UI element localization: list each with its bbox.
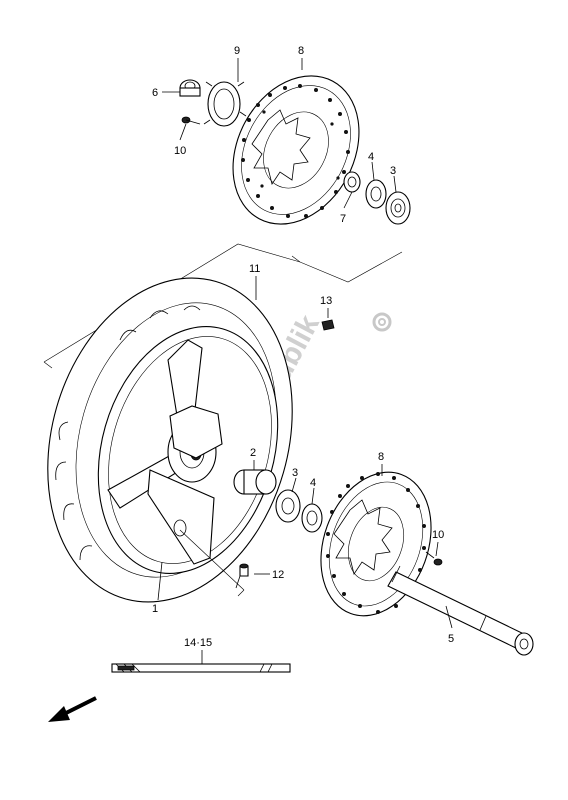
bearing-3-top: [385, 191, 411, 225]
sensor-ring: [203, 81, 247, 127]
callout-14-15: 14·15: [184, 637, 212, 649]
axle-5: [387, 565, 534, 656]
screw-10-lower: [425, 551, 443, 566]
valve-12: [235, 563, 249, 589]
disc-top-holes: [241, 84, 350, 218]
screw-10-top: [181, 116, 201, 125]
callout-10-top: 10: [174, 145, 186, 157]
rim-tape-14-15: [111, 663, 291, 673]
wheel-disc-carrier: [169, 405, 223, 459]
brake-disc-top: [232, 75, 360, 225]
callout-7: 7: [340, 213, 346, 225]
front-arrow-icon: [48, 696, 97, 722]
disc-lower-holes: [326, 472, 426, 614]
callout-5: 5: [448, 633, 454, 645]
callout-1: 1: [152, 603, 158, 615]
hub-and-spokes: [107, 339, 217, 565]
callout-3-lower: 3: [292, 467, 298, 479]
leader-lines: [157, 58, 453, 664]
callout-10-lower: 10: [432, 529, 444, 541]
spacer-2: [233, 469, 277, 495]
callout-8-top: 8: [298, 45, 304, 57]
callout-9: 9: [234, 45, 240, 57]
callout-8-lower: 8: [378, 451, 384, 463]
callout-4-top: 4: [368, 151, 374, 163]
seal-4-top: [365, 179, 387, 209]
gear-icon: [372, 312, 392, 332]
collar-7: [343, 171, 361, 193]
seal-4-lower: [301, 503, 323, 533]
callout-4-lower: 4: [310, 477, 316, 489]
callouts: 9 8 6 10 7 4 3 11 13 2 3 4 8 10 12 1 5 1…: [152, 45, 454, 649]
callout-13: 13: [320, 295, 332, 307]
callout-3-top: 3: [390, 165, 396, 177]
callout-11: 11: [249, 263, 260, 275]
nut-6: [179, 79, 201, 97]
balancer-weight-13: [321, 319, 335, 331]
bearing-3-lower: [275, 489, 301, 523]
callout-6: 6: [152, 87, 158, 99]
callout-2: 2: [250, 447, 256, 459]
callout-12: 12: [272, 569, 284, 581]
